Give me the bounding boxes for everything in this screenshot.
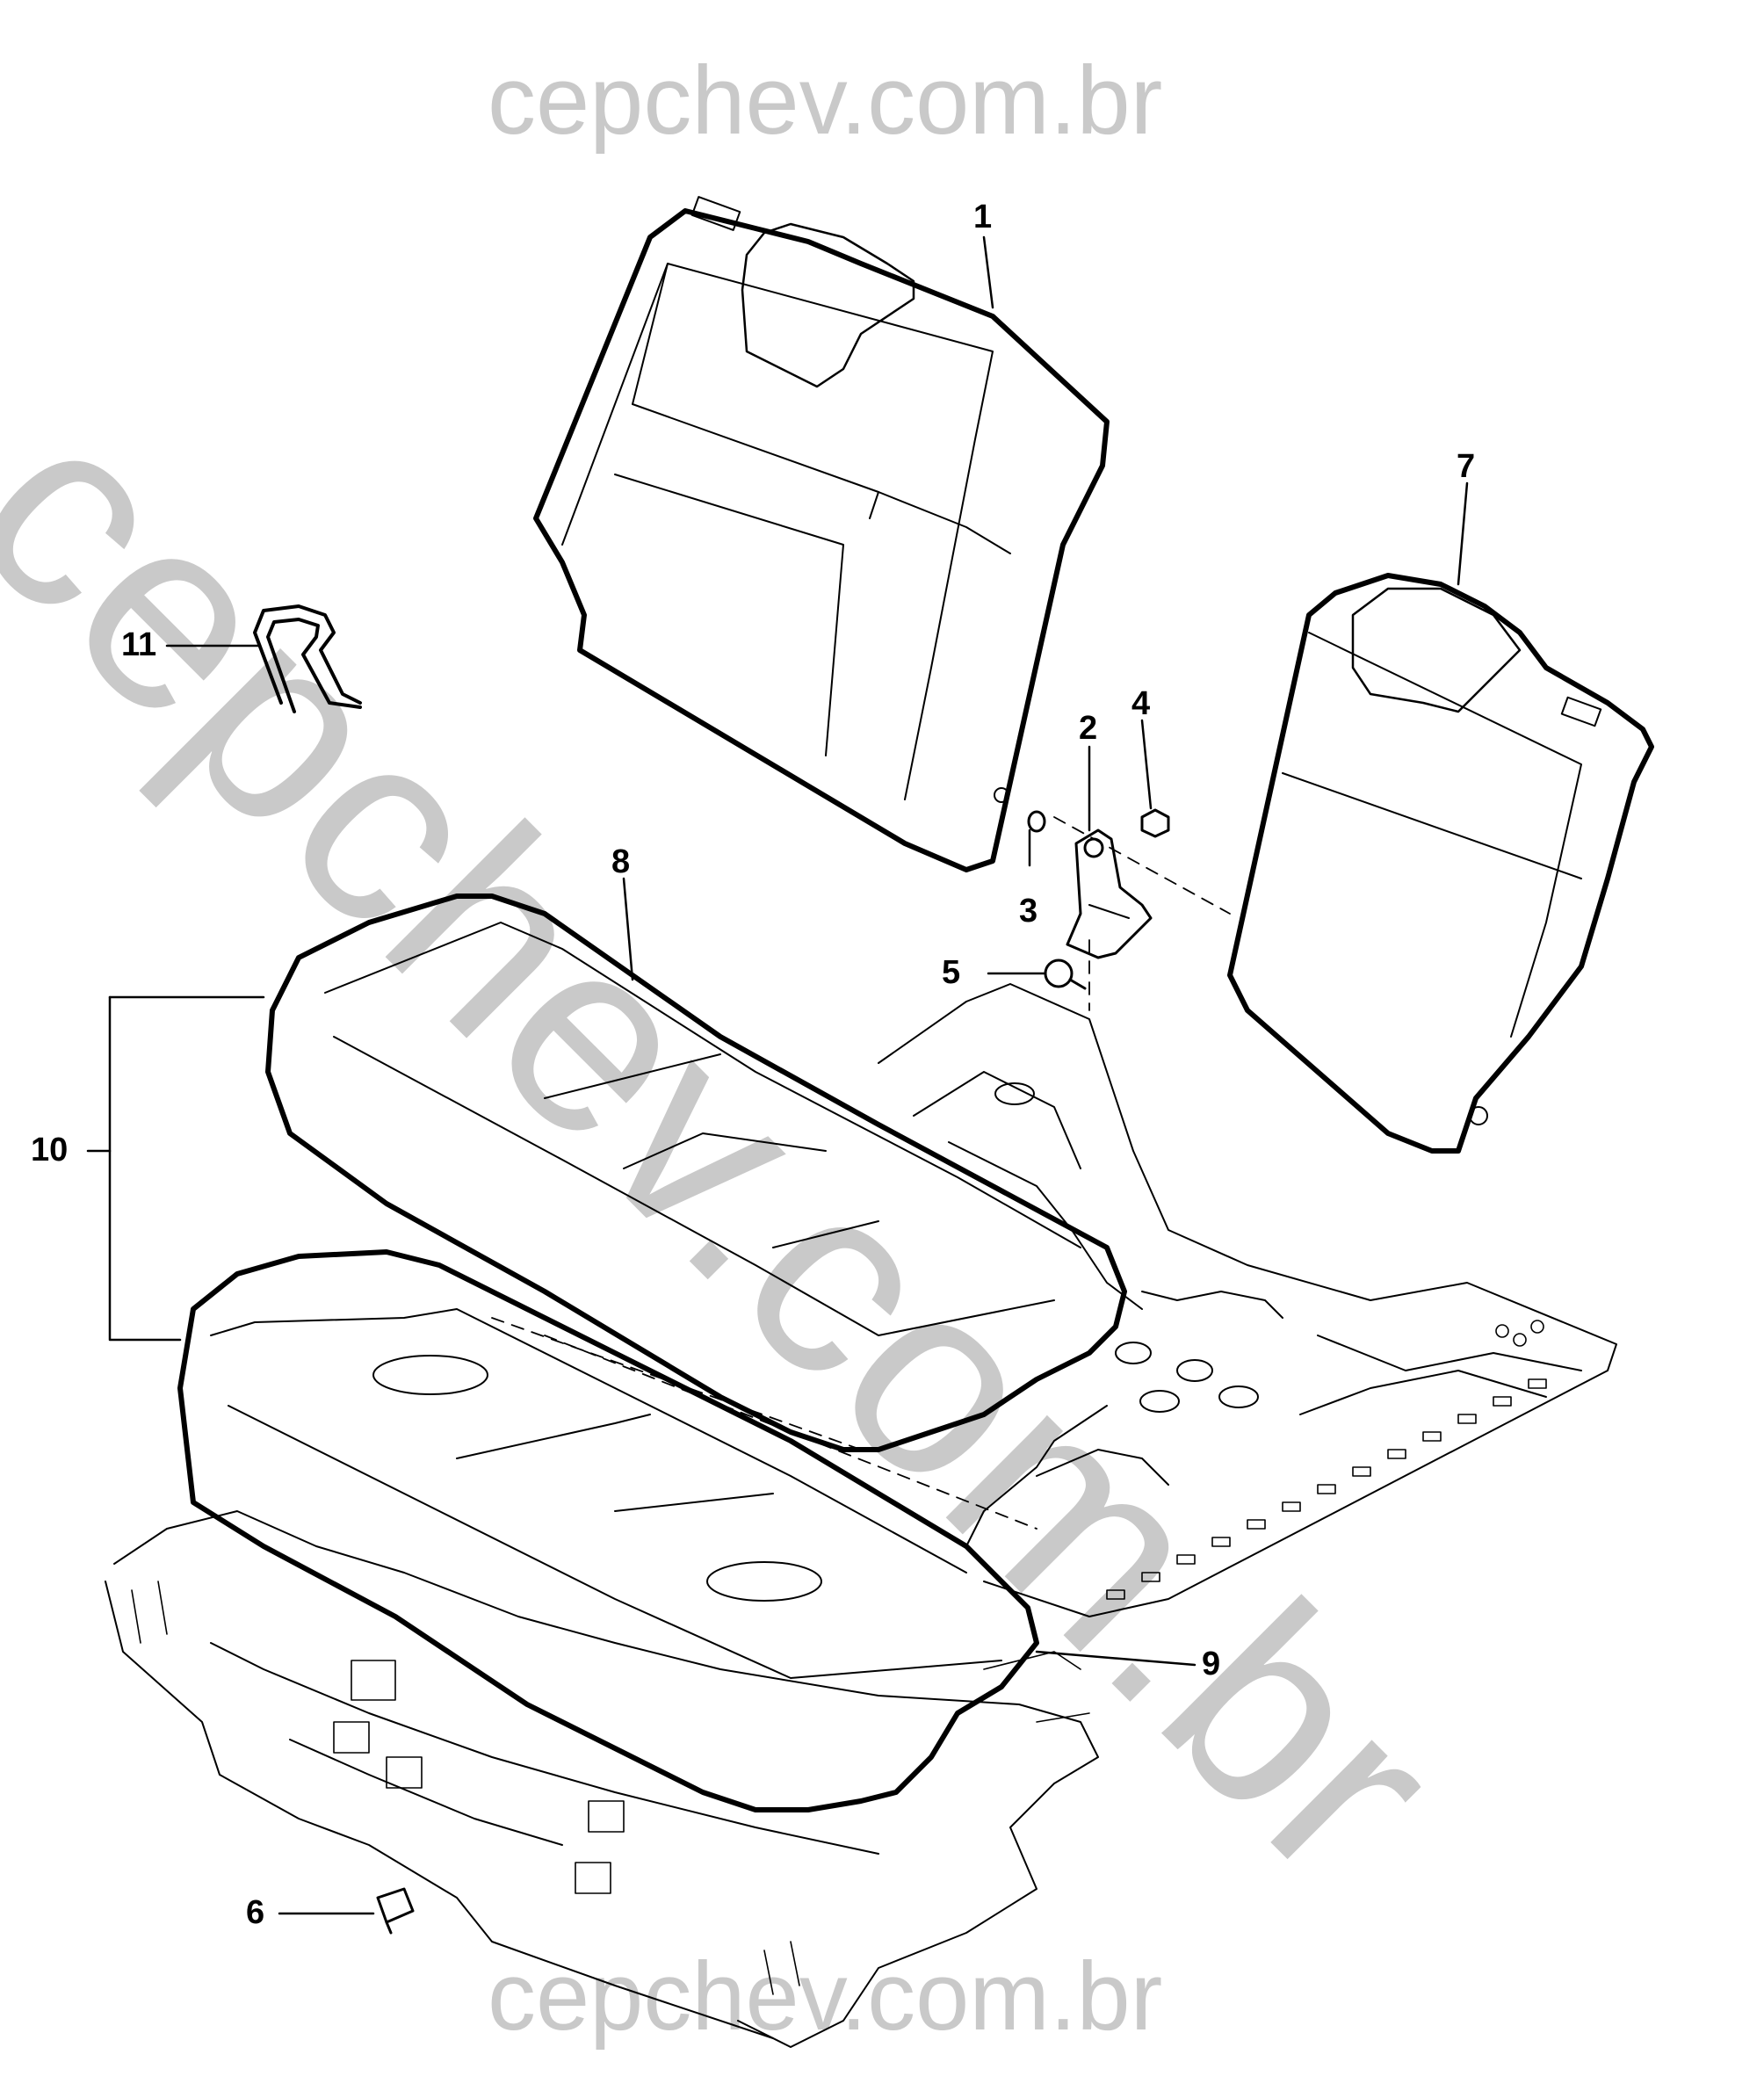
dashed-guides: [491, 816, 1231, 1530]
part-8-cushion-cover: [265, 893, 1127, 1452]
watermark-top: cepchev.com.br: [488, 47, 1163, 155]
callout-6: 6: [246, 1894, 265, 1931]
part-1-seatback-left: [533, 196, 1110, 872]
watermark-bottom: cepchev.com.br: [488, 1942, 1163, 2051]
callout-3: 3: [1019, 893, 1038, 930]
callout-11: 11: [121, 626, 157, 663]
part-3-washer: [1027, 810, 1046, 833]
part-6-clip: [376, 1887, 415, 1935]
part-11-wire-retainer: [253, 604, 362, 713]
part-4-nut: [1140, 808, 1170, 838]
floor-pan: [105, 983, 1617, 2048]
part-7-seatback-right: [1227, 573, 1654, 1154]
callout-4: 4: [1131, 685, 1151, 722]
callout-5: 5: [942, 954, 961, 991]
part-2-hinge-bracket: [1066, 828, 1153, 959]
callout-8: 8: [611, 843, 631, 880]
callout-9: 9: [1202, 1646, 1221, 1682]
floor-slots: [1106, 1320, 1547, 1600]
part-9-cushion-pad: [177, 1249, 1039, 1812]
callout-10: 10: [31, 1132, 69, 1168]
callout-7: 7: [1457, 448, 1476, 485]
callout-2: 2: [1079, 710, 1098, 747]
callout-1: 1: [973, 199, 993, 235]
part-5-bolt: [1044, 959, 1087, 990]
leader-lines: [86, 235, 1469, 1915]
